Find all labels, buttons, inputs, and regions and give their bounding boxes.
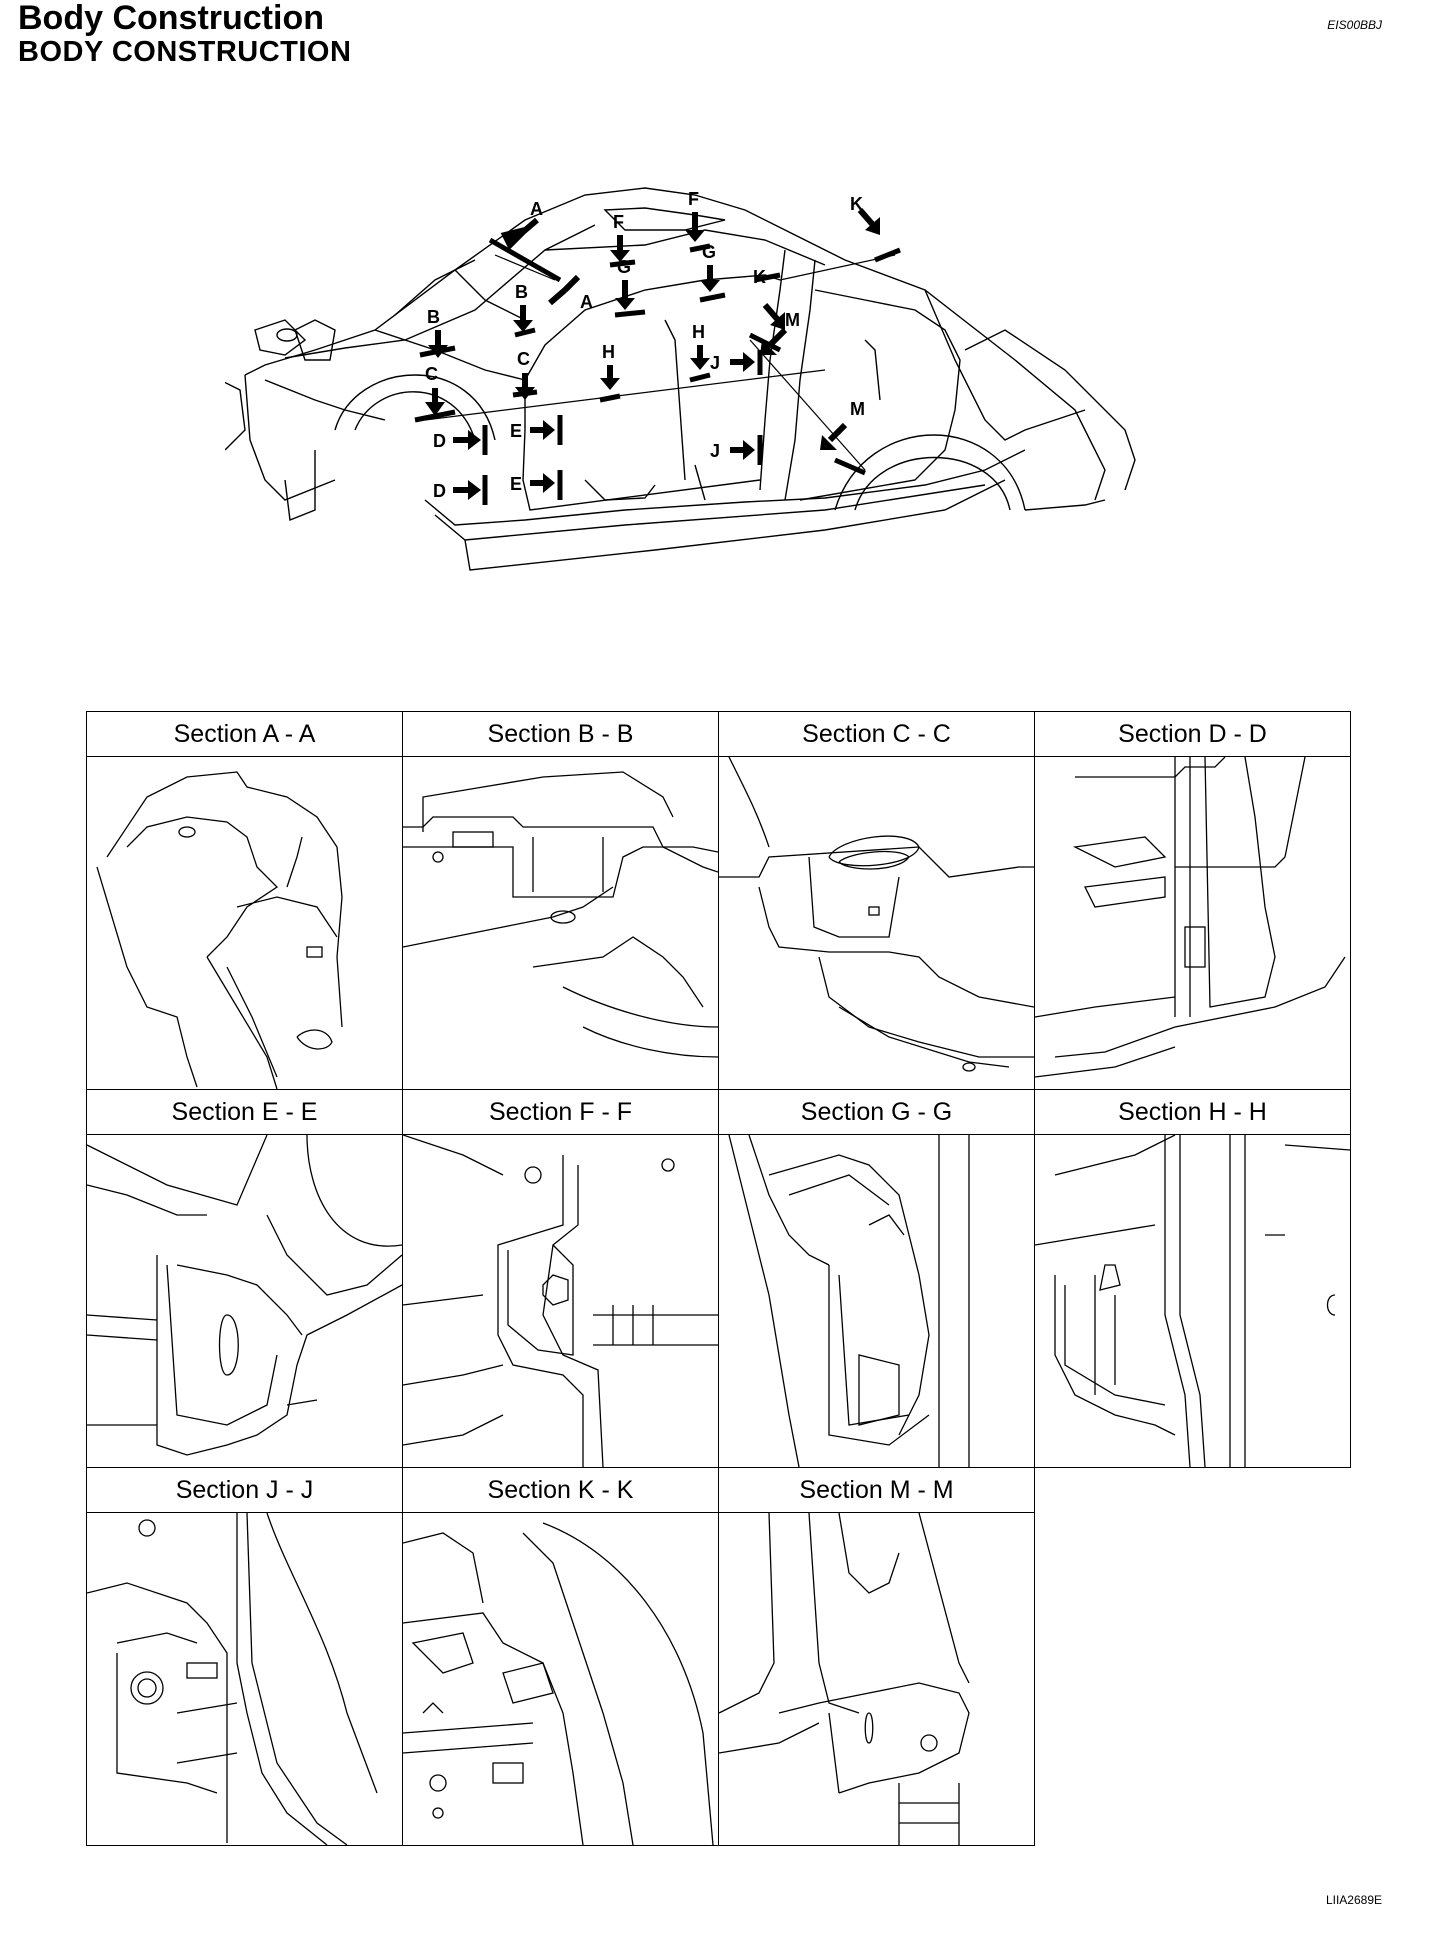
page-title: Body Construction bbox=[18, 0, 324, 37]
callout-g-1: G bbox=[615, 257, 635, 310]
svg-text:A: A bbox=[580, 292, 593, 312]
section-cell: Section A - A bbox=[86, 711, 403, 1090]
callout-c-2: C bbox=[515, 349, 535, 400]
callout-d-2: D bbox=[433, 480, 481, 501]
svg-text:B: B bbox=[515, 282, 528, 302]
section-e-drawing bbox=[87, 1135, 402, 1467]
svg-text:M: M bbox=[850, 399, 865, 419]
body-overview-diagram: A A B B C C D D E E F F G G H H J J K K … bbox=[225, 187, 1136, 571]
section-cell: Section G - G bbox=[718, 1089, 1035, 1468]
section-h-drawing bbox=[1035, 1135, 1350, 1467]
callout-f-1: F bbox=[610, 212, 630, 262]
section-cell: Section F - F bbox=[402, 1089, 719, 1468]
section-label: Section D - D bbox=[1035, 712, 1350, 757]
figure-code: LIIA2689E bbox=[1325, 1893, 1382, 1907]
section-a-drawing bbox=[87, 757, 402, 1089]
callout-f-2: F bbox=[685, 189, 705, 242]
section-label: Section G - G bbox=[719, 1090, 1034, 1135]
section-views-table: Section A - A Section B - B bbox=[86, 711, 1351, 1846]
callout-e-1: E bbox=[510, 420, 555, 441]
callout-k-1: K bbox=[753, 267, 785, 330]
callout-b-1: B bbox=[427, 307, 448, 358]
svg-text:H: H bbox=[692, 322, 705, 342]
section-label: Section C - C bbox=[719, 712, 1034, 757]
callout-b-2: B bbox=[513, 282, 533, 332]
section-label: Section F - F bbox=[403, 1090, 718, 1135]
section-cell: Section K - K bbox=[402, 1467, 719, 1846]
callout-g-2: G bbox=[700, 242, 720, 292]
section-cell: Section C - C bbox=[718, 711, 1035, 1090]
svg-text:C: C bbox=[425, 364, 438, 384]
section-label: Section J - J bbox=[87, 1468, 402, 1513]
section-label: Section A - A bbox=[87, 712, 402, 757]
svg-text:A: A bbox=[530, 199, 543, 219]
svg-text:F: F bbox=[613, 212, 624, 232]
svg-text:E: E bbox=[510, 421, 522, 441]
svg-text:G: G bbox=[617, 257, 631, 277]
callout-j-1: J bbox=[710, 352, 755, 373]
document-code: EIS00BBJ bbox=[1327, 18, 1382, 32]
section-d-drawing bbox=[1035, 757, 1350, 1089]
svg-text:C: C bbox=[517, 349, 530, 369]
callout-h-1: H bbox=[600, 342, 620, 390]
svg-text:M: M bbox=[785, 310, 800, 330]
svg-text:J: J bbox=[710, 441, 720, 461]
svg-text:K: K bbox=[753, 267, 766, 287]
section-label: Section M - M bbox=[719, 1468, 1034, 1513]
section-k-drawing bbox=[403, 1513, 718, 1845]
section-cell: Section B - B bbox=[402, 711, 719, 1090]
section-cell: Section J - J bbox=[86, 1467, 403, 1846]
svg-text:J: J bbox=[710, 353, 720, 373]
svg-text:D: D bbox=[433, 481, 446, 501]
svg-text:F: F bbox=[688, 189, 699, 209]
page-subtitle: BODY CONSTRUCTION bbox=[18, 36, 352, 68]
section-c-drawing bbox=[719, 757, 1034, 1089]
section-label: Section B - B bbox=[403, 712, 718, 757]
callout-c-1: C bbox=[425, 364, 445, 416]
section-g-drawing bbox=[719, 1135, 1034, 1467]
svg-text:B: B bbox=[427, 307, 440, 327]
callout-e-2: E bbox=[510, 473, 555, 494]
section-label: Section E - E bbox=[87, 1090, 402, 1135]
empty-cell bbox=[1035, 1468, 1351, 1846]
svg-text:E: E bbox=[510, 474, 522, 494]
callout-m-1: M bbox=[760, 310, 800, 355]
section-b-drawing bbox=[403, 757, 718, 1089]
callout-j-2: J bbox=[710, 440, 755, 461]
callout-a-2: A bbox=[548, 274, 593, 312]
svg-text:H: H bbox=[602, 342, 615, 362]
callout-d-1: D bbox=[433, 430, 481, 451]
section-f-drawing bbox=[403, 1135, 718, 1467]
callout-m-2: M bbox=[820, 399, 865, 450]
section-cell: Section H - H bbox=[1034, 1089, 1351, 1468]
section-callouts: A A B B C C D D E E F F G G H H J J K K … bbox=[425, 189, 880, 501]
section-m-drawing bbox=[719, 1513, 1034, 1845]
section-label: Section H - H bbox=[1035, 1090, 1350, 1135]
section-cell: Section M - M bbox=[718, 1467, 1035, 1846]
callout-k-2: K bbox=[850, 194, 880, 235]
section-label: Section K - K bbox=[403, 1468, 718, 1513]
section-j-drawing bbox=[87, 1513, 402, 1845]
callout-h-2: H bbox=[690, 322, 710, 370]
svg-text:G: G bbox=[702, 242, 716, 262]
svg-text:D: D bbox=[433, 431, 446, 451]
callout-a-1: A bbox=[500, 199, 543, 251]
section-cell: Section E - E bbox=[86, 1089, 403, 1468]
svg-text:K: K bbox=[850, 194, 863, 214]
section-cell: Section D - D bbox=[1034, 711, 1351, 1090]
